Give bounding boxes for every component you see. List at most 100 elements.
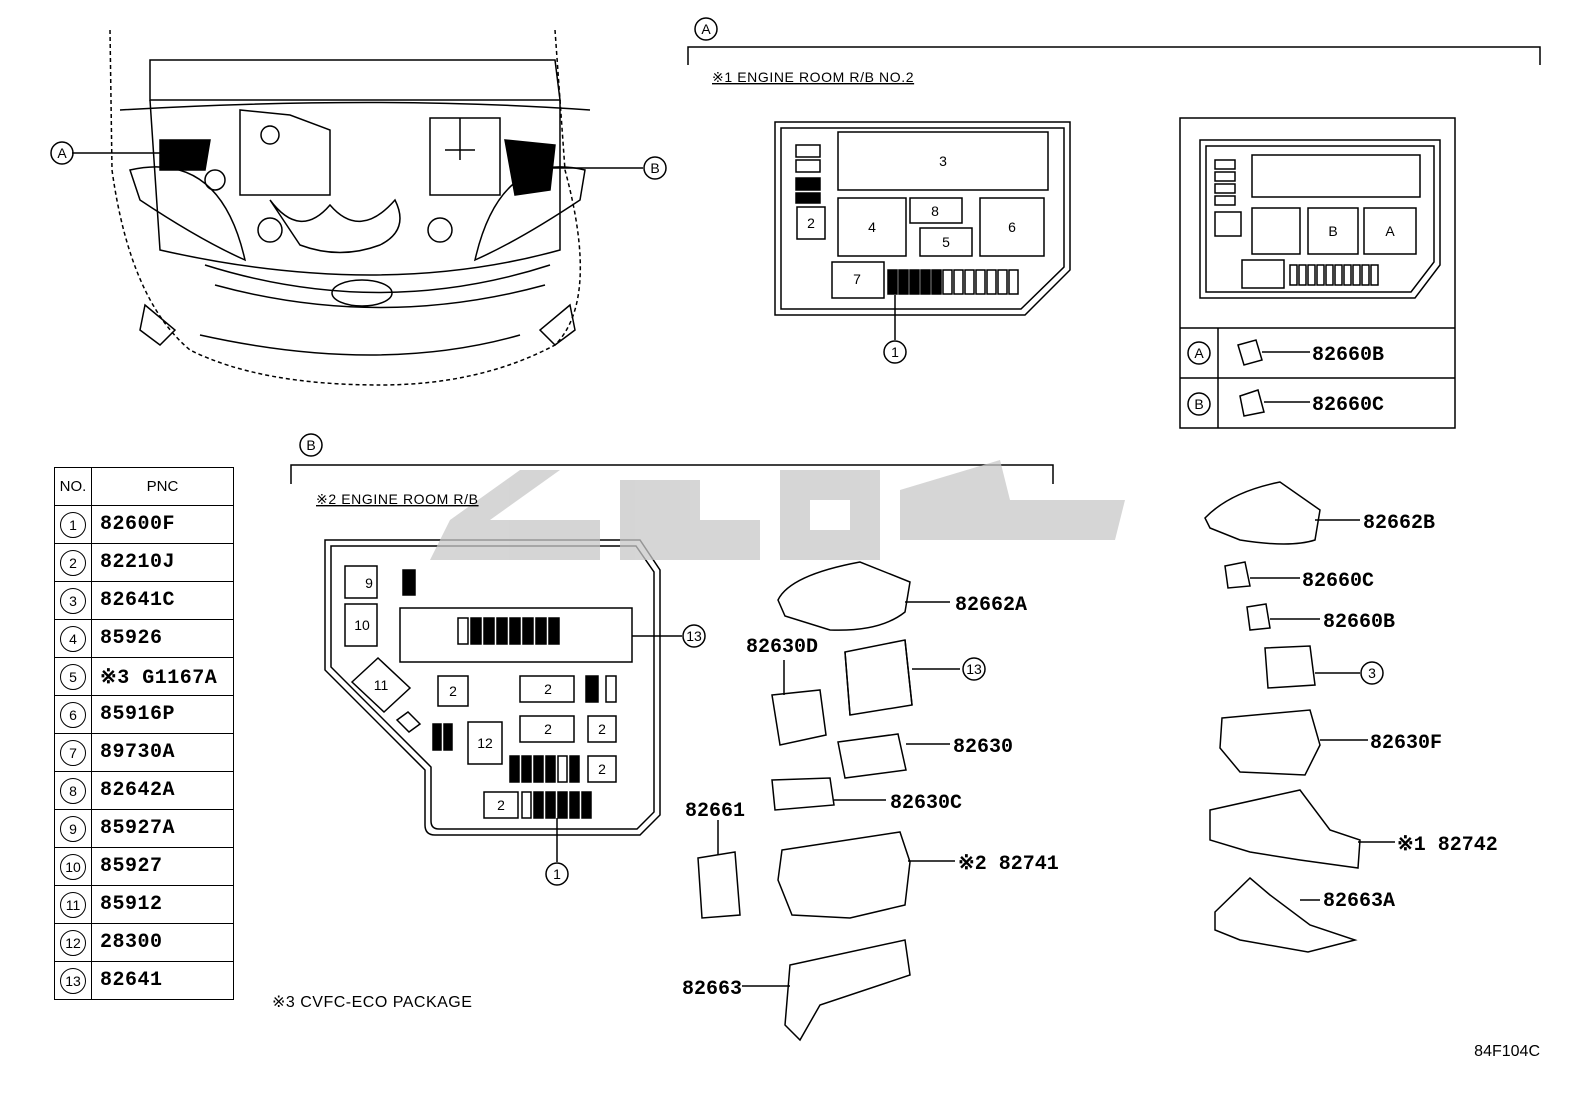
part-callout-3: 3 xyxy=(1368,665,1376,681)
fuse-slot xyxy=(521,791,532,819)
fuse-slot xyxy=(1334,264,1343,286)
section-b-title: ※2 ENGINE ROOM R/B xyxy=(316,491,479,507)
rb-label-11: 11 xyxy=(374,677,389,693)
row-pnc: 89730A xyxy=(91,733,234,772)
part-82630: 82630 xyxy=(953,736,1013,759)
section-a-letter: A xyxy=(701,21,711,37)
rb2-label-2: 2 xyxy=(807,215,815,231)
row-number-circle: 8 xyxy=(60,777,86,804)
fuse-slot xyxy=(509,755,520,783)
fuse-slot xyxy=(533,755,544,783)
fuse-slot xyxy=(545,791,556,819)
rb2-connector-b: B xyxy=(1328,223,1337,239)
rb2-label-1: 1 xyxy=(891,344,899,360)
fuse-slot xyxy=(942,269,953,295)
fuse-slot xyxy=(964,269,975,295)
fuse-slot xyxy=(975,269,986,295)
fuse-slot xyxy=(920,269,931,295)
fuse-slot xyxy=(997,269,1008,295)
row-pnc: 82641 xyxy=(91,961,234,1000)
fuse-slot xyxy=(581,791,592,819)
row-pnc: 82210J xyxy=(91,543,234,582)
part-82663: 82663 xyxy=(682,978,742,1001)
rb-label-2a: 2 xyxy=(449,683,457,699)
part-82741: ※2 82741 xyxy=(958,853,1059,876)
fuse-slot xyxy=(557,755,568,783)
part-82630D: 82630D xyxy=(746,636,818,659)
row-number-circle: 12 xyxy=(60,929,86,956)
fuse-slot xyxy=(1352,264,1361,286)
fuse-slot xyxy=(1325,264,1334,286)
fuse-slot xyxy=(569,791,580,819)
fuse-slot xyxy=(931,269,942,295)
row-number-circle: 5 xyxy=(60,663,86,690)
fuse-slot xyxy=(509,617,521,645)
rb2-label-3: 3 xyxy=(939,153,947,169)
fuse-slot xyxy=(535,617,547,645)
part-82660B: 82660B xyxy=(1323,611,1395,634)
connector-row-b-circle: B xyxy=(1194,396,1203,412)
row-number-circle: 9 xyxy=(60,815,86,842)
fuse-slot xyxy=(1298,264,1307,286)
row-number-circle: 11 xyxy=(60,891,86,918)
relay-box-no2-connector-view xyxy=(1179,117,1456,429)
connector-row-a-circle: A xyxy=(1194,345,1204,361)
section-a-title: ※1 ENGINE ROOM R/B NO.2 xyxy=(712,69,914,85)
row-number-circle: 7 xyxy=(60,739,86,766)
fuse-slot xyxy=(887,269,898,295)
row-number-circle: 1 xyxy=(60,511,86,538)
row-number-circle: 2 xyxy=(60,549,86,576)
rb-label-12: 12 xyxy=(477,735,493,751)
footnote: ※3 CVFC-ECO PACKAGE xyxy=(272,994,473,1011)
rb-label-10: 10 xyxy=(354,617,370,633)
fuse-slot xyxy=(470,617,482,645)
row-pnc: 85926 xyxy=(91,619,234,658)
rb2-connector-a: A xyxy=(1385,223,1395,239)
part-82630F: 82630F xyxy=(1370,732,1442,755)
part-82742: ※1 82742 xyxy=(1397,834,1498,857)
rb-label-2e: 2 xyxy=(598,761,606,777)
row-number-circle: 6 xyxy=(60,701,86,728)
part-82662A: 82662A xyxy=(955,594,1027,617)
fuse-slot xyxy=(1370,264,1379,286)
fuse-slot xyxy=(457,617,469,645)
row-pnc: 85912 xyxy=(91,885,234,924)
connector-row-b-pnc: 82660C xyxy=(1312,394,1384,417)
rb2-label-8: 8 xyxy=(931,203,939,219)
rb-label-2d: 2 xyxy=(598,721,606,737)
row-pnc: ※3 G1167A xyxy=(91,657,234,696)
row-pnc: 82642A xyxy=(91,771,234,810)
fuse-slot xyxy=(521,755,532,783)
fuse-slot xyxy=(522,617,534,645)
row-pnc: 82600F xyxy=(91,505,234,544)
row-pnc: 85927 xyxy=(91,847,234,886)
part-82630C: 82630C xyxy=(890,792,962,815)
rb-label-2f: 2 xyxy=(497,797,505,813)
fuse-slot xyxy=(953,269,964,295)
rb2-label-6: 6 xyxy=(1008,219,1016,235)
part-82661: 82661 xyxy=(685,800,745,823)
table-header-pnc: PNC xyxy=(91,467,234,506)
row-pnc: 28300 xyxy=(91,923,234,962)
rb-label-2b: 2 xyxy=(544,681,552,697)
fuse-slot xyxy=(1361,264,1370,286)
relay-box-main xyxy=(324,539,706,886)
rb2-label-5: 5 xyxy=(942,234,950,250)
row-number-circle: 3 xyxy=(60,587,86,614)
table-row: 5※3 G1167A xyxy=(54,657,234,696)
fuse-slot xyxy=(557,791,568,819)
fuse-slot xyxy=(569,755,580,783)
part-callout-13: 13 xyxy=(966,661,982,677)
row-number-circle: 13 xyxy=(60,967,86,994)
fuse-slot xyxy=(533,791,544,819)
fuse-slot xyxy=(1316,264,1325,286)
fuse-slot xyxy=(548,617,560,645)
row-pnc: 82641C xyxy=(91,581,234,620)
rb2-label-7: 7 xyxy=(853,271,861,287)
